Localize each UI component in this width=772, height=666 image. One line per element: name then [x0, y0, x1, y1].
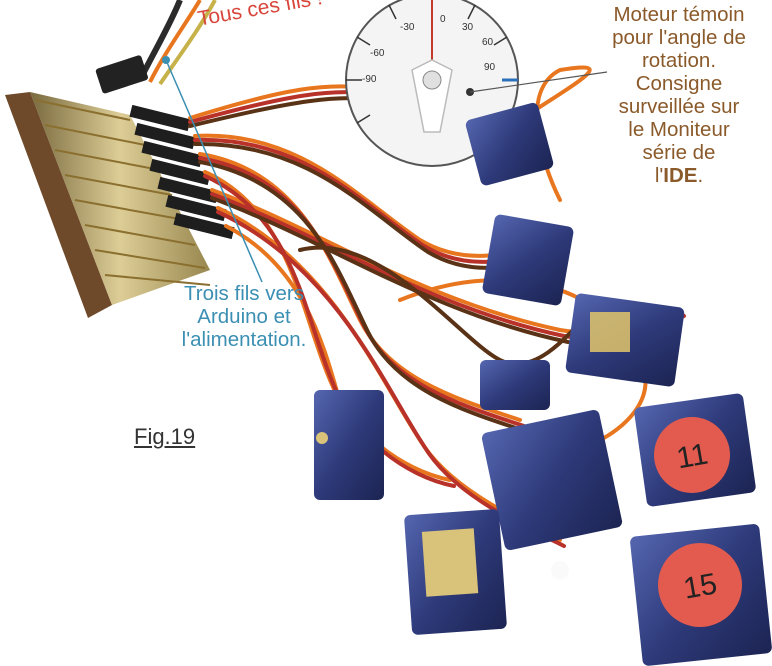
label-line: l'alimentation.: [181, 327, 307, 351]
dial-tick-label: 90: [484, 62, 496, 73]
dial-tick-label: -60: [370, 48, 385, 59]
arduino-cable: [95, 0, 217, 94]
servo-number-15: 15: [681, 567, 720, 605]
three-wires-label: Trois fils vers Arduino et l'alimentatio…: [160, 282, 328, 352]
callout-lines: [162, 56, 608, 283]
label-text: l': [654, 163, 664, 187]
servo-number-11: 11: [674, 438, 710, 476]
servo-motors: 11 15: [314, 102, 772, 666]
dial-tick-label: -30: [400, 22, 415, 33]
label-line: Trois fils vers: [184, 282, 304, 305]
figure-caption: Fig.19: [134, 424, 196, 449]
label-line: Consigne: [635, 71, 723, 95]
dial-tick-label: 60: [482, 37, 494, 48]
dial-tick-label: -90: [362, 74, 377, 85]
dial-tick-label: 30: [462, 22, 474, 33]
label-line: l'IDE.: [586, 163, 772, 188]
ide-bold-text: IDE: [663, 163, 698, 187]
label-text: .: [697, 163, 704, 187]
label-line: Moteur témoin: [613, 3, 745, 26]
label-line: série de: [642, 140, 716, 164]
label-line: Arduino et: [197, 304, 291, 328]
label-line: le Moniteur: [628, 117, 730, 141]
witness-motor-label: Moteur témoin pour l'angle de rotation. …: [586, 3, 772, 188]
pin-header-board: [5, 92, 235, 318]
label-line: rotation.: [641, 48, 717, 72]
label-line: pour l'angle de: [612, 25, 746, 49]
dial-tick-label: 0: [440, 14, 446, 25]
label-line: surveillée sur: [618, 94, 740, 118]
